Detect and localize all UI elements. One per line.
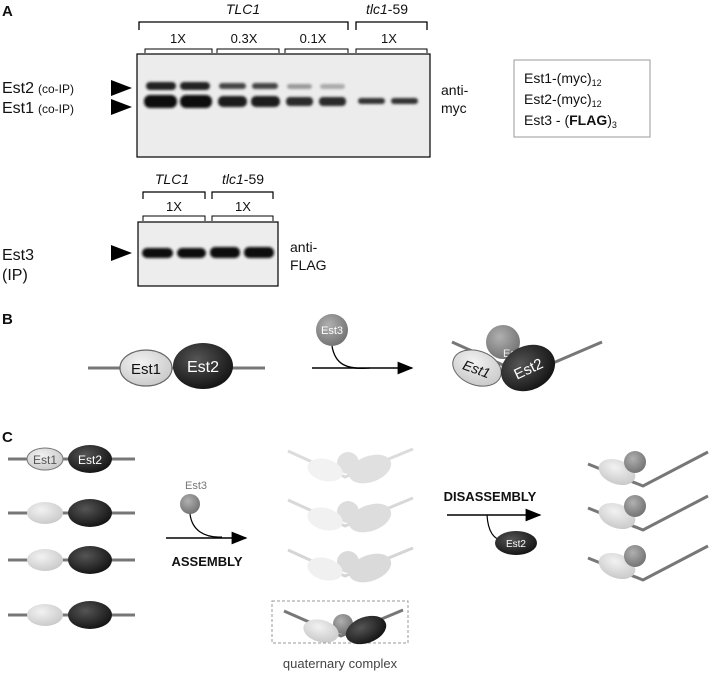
gel2-lane-label-2: 1X <box>235 199 251 214</box>
gel1-group-tlc1-59-suffix: -59 <box>388 1 408 17</box>
gel1-lane-label-4: 1X <box>381 31 397 46</box>
gel1-label-est2-protein: Est2 <box>2 80 34 97</box>
gel2-arrowhead-est3 <box>111 245 132 261</box>
b-est2-protein <box>173 343 233 389</box>
gel1-lane-bracket-3 <box>284 48 349 53</box>
gel1-arrowhead-est2 <box>111 80 132 96</box>
c-est2-released-label: Est2 <box>506 539 526 550</box>
legend-line-est3-bold: FLAG <box>569 112 607 128</box>
gel1-lane-label-3: 0.1X <box>300 31 327 46</box>
gel1-group-tlc1-59-italic: tlc1 <box>366 1 388 17</box>
c-est1-label: Est1 <box>33 453 57 467</box>
b-est3-label: Est3 <box>321 325 343 337</box>
b-est2-label: Est2 <box>187 359 219 376</box>
gel2-label-ip: (IP) <box>2 267 28 284</box>
c-binary-3 <box>8 546 135 574</box>
b-est1-label: Est1 <box>131 361 161 378</box>
gel1-lane-bracket-1 <box>144 48 213 53</box>
gel1-label-est1-protein: Est1 <box>2 100 34 117</box>
legend-line-est3: Est3 - (FLAG)3 <box>524 112 617 130</box>
legend-line-est2-sub: 12 <box>592 99 602 109</box>
b-est3-bound <box>486 325 520 359</box>
b-est1-protein <box>119 349 173 387</box>
c-est3-protein <box>180 494 200 514</box>
gel2-group-tlc1-59-italic: tlc1 <box>222 171 244 187</box>
c-product-complex-3 <box>587 544 709 582</box>
c-binary-4 <box>8 601 135 629</box>
c-binary-2 <box>8 499 135 527</box>
c-faded-complex-2 <box>287 496 414 533</box>
legend-line-est1-sub: 12 <box>592 78 602 88</box>
c-disassembly-step: DISASSEMBLY Est2 <box>444 489 542 555</box>
gel1-blot <box>136 53 431 158</box>
c-binary-1: Est1 Est2 <box>8 445 135 473</box>
gel2-bracket-tlc1 <box>142 191 206 199</box>
gel2-antibody-line1: anti- <box>290 239 318 255</box>
gel2-label-est3: Est3 <box>2 247 34 264</box>
c-est2-released <box>495 531 537 555</box>
legend-line-est3-suffix: ) <box>607 112 612 128</box>
panel-a-letter: A <box>2 3 13 20</box>
legend-line-est2: Est2-(myc)12 <box>524 91 602 109</box>
b-ternary-complex: Est3 Est1 Est2 <box>451 325 603 392</box>
gel1-lane-label-1: 1X <box>170 31 186 46</box>
gel2-lane-label-1: 1X <box>166 199 182 214</box>
gel1-lane-bracket-4 <box>355 48 428 53</box>
c-est3-label: Est3 <box>185 480 207 492</box>
c-faded-complex-3 <box>287 546 414 583</box>
gel2-group-tlc1-59-suffix: -59 <box>244 171 264 187</box>
gel1-group-tlc1-59: tlc1-59 <box>366 1 408 17</box>
gel1-bracket-tlc1-59 <box>355 21 428 30</box>
gel2-group-tlc1-59: tlc1-59 <box>222 171 264 187</box>
b-binary-complex: Est1 Est2 <box>88 343 265 389</box>
gel1-antibody-line1: anti- <box>441 82 469 98</box>
gel1-label-est2: Est2 (co-IP) <box>2 80 74 97</box>
panel-c-letter: C <box>2 429 13 446</box>
c-assembly-step: Est3 ASSEMBLY <box>166 480 248 569</box>
gel1-arrowhead-est1 <box>111 99 132 115</box>
c-product-complex-1 <box>587 450 709 488</box>
gel2-blot <box>137 221 279 287</box>
c-faded-complex-1 <box>287 447 414 484</box>
gel1-lane-label-2: 0.3X <box>231 31 258 46</box>
gel2-lane-bracket-1 <box>142 215 206 221</box>
gel2-lane-bracket-2 <box>211 215 274 221</box>
b-est3-tail <box>331 345 371 370</box>
legend-line-est1: Est1-(myc)12 <box>524 70 602 88</box>
gel2-group-tlc1: TLC1 <box>155 171 189 187</box>
legend-line-est3-prefix: Est3 - ( <box>524 112 569 128</box>
c-disassembly-label: DISASSEMBLY <box>444 489 537 504</box>
b-est2-bound <box>500 344 556 392</box>
c-assembly-label: ASSEMBLY <box>171 554 242 569</box>
strain-legend: Est1-(myc)12 Est2-(myc)12 Est3 - (FLAG)3 <box>513 59 651 138</box>
gel1-label-est2-note: (co-IP) <box>38 82 74 96</box>
gel1-label-est1: Est1 (co-IP) <box>2 100 74 117</box>
legend-line-est1-text: Est1-(myc) <box>524 70 592 86</box>
panel-b-letter: B <box>2 311 13 328</box>
c-est2-label: Est2 <box>78 453 102 467</box>
b-est1-bound <box>452 349 502 387</box>
c-product-complex-2 <box>587 494 709 532</box>
legend-line-est3-sub: 3 <box>612 120 617 130</box>
gel2-antibody-line2: FLAG <box>290 257 327 273</box>
c-quaternary-complex: quaternary complex <box>271 600 409 671</box>
c-quaternary-label: quaternary complex <box>283 656 398 671</box>
b-est3-arrow: Est3 <box>312 314 414 375</box>
gel2-bracket-tlc1-59 <box>211 191 274 199</box>
gel1-group-tlc1: TLC1 <box>226 1 260 17</box>
b-est3-protein <box>316 314 348 346</box>
legend-line-est2-text: Est2-(myc) <box>524 91 592 107</box>
gel1-label-est1-note: (co-IP) <box>38 102 74 116</box>
gel1-bracket-tlc1 <box>138 21 349 30</box>
gel1-lane-bracket-2 <box>216 48 280 53</box>
gel1-antibody-line2: myc <box>441 100 467 116</box>
